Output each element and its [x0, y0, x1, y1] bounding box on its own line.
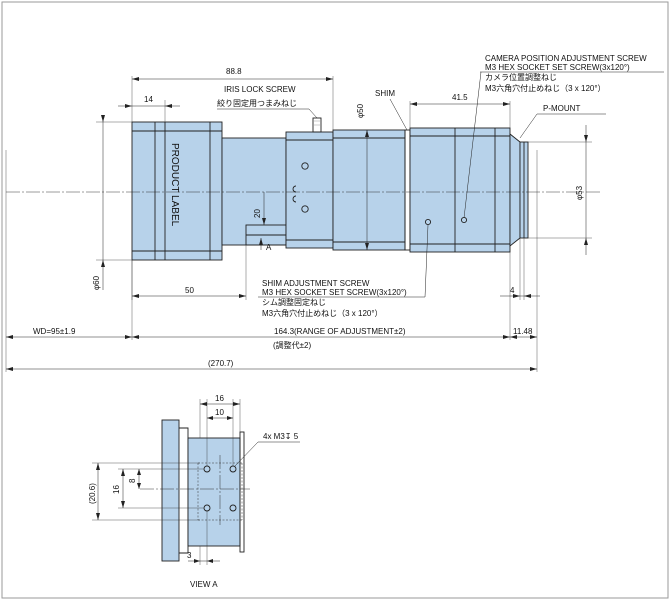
view-a-dim-20-6: (20.6) — [88, 483, 97, 504]
cam-pos-label-jp1: カメラ位置調整ねじ — [485, 72, 557, 82]
dim-total: (270.7) — [208, 359, 234, 368]
shim-screw-icon — [424, 218, 432, 226]
dim-dia-53: φ53 — [575, 185, 584, 200]
shim-label: SHIM — [375, 89, 395, 98]
iris-lock-label-jp: 絞り固定用つまみねじ — [217, 98, 297, 108]
dim-88-8: 88.8 — [226, 67, 242, 76]
dimensions-view-a: 16 10 4x M3↧ 5 (20.6) 16 8 3 — [88, 394, 300, 565]
dim-range-adjustment: 164.3(RANGE OF ADJUSTMENT±2) — [274, 327, 406, 336]
view-a-dim-8: 8 — [128, 478, 137, 483]
dim-41-5: 41.5 — [452, 93, 468, 102]
iris-lock-label: IRIS LOCK SCREW — [224, 85, 296, 94]
dim-dia-60: φ60 — [92, 275, 101, 290]
dim-4: 4 — [510, 286, 515, 295]
view-a-arrow-label: A — [266, 243, 272, 252]
front-barrel — [131, 121, 223, 261]
mount-hole-icon — [229, 504, 237, 512]
shim-adj-label-jp1: シム調整固定ねじ — [262, 297, 326, 307]
cam-pos-label-2: M3 HEX SOCKET SET SCREW(3x120°) — [485, 63, 630, 72]
set-screw-icon — [301, 205, 309, 213]
shim-adj-label-jp2: M3六角穴付止めねじ（3 x 120°） — [262, 308, 383, 318]
view-a-mount-face — [187, 437, 241, 547]
dim-20: 20 — [253, 209, 262, 218]
shim-adj-label-1: SHIM ADJUSTMENT SCREW — [262, 279, 370, 288]
dim-14: 14 — [144, 95, 153, 104]
dim-range-adjustment-jp: (調整代±2) — [273, 340, 312, 350]
mid-barrel — [332, 129, 406, 251]
rear-barrel — [409, 127, 511, 253]
shim — [404, 129, 411, 251]
p-mount-label: P-MOUNT — [543, 104, 580, 113]
view-a-title: VIEW A — [190, 580, 218, 589]
dim-wd: WD=95±1.9 — [33, 327, 76, 336]
view-a-dim-16-side: 16 — [112, 485, 121, 494]
set-screw-icon — [301, 162, 309, 170]
cam-pos-label-jp2: M3六角穴付止めねじ（3 x 120°） — [485, 83, 606, 93]
view-a-dim-3: 3 — [187, 551, 192, 560]
dim-dia-50: φ50 — [356, 103, 365, 118]
view-a-front-barrel — [161, 419, 180, 562]
view-a-dim-10: 10 — [215, 408, 224, 417]
view-a — [140, 419, 250, 562]
p-mount-flange — [509, 133, 521, 247]
dim-50: 50 — [185, 286, 194, 295]
lens-side-view — [131, 117, 529, 261]
cam-pos-label-1: CAMERA POSITION ADJUSTMENT SCREW — [485, 54, 647, 63]
dimensions-main: 88.8 14 IRIS LOCK SCREW 絞り固定用つまみねじ φ50 S… — [5, 54, 664, 372]
product-label-text: PRODUCT LABEL — [169, 143, 180, 227]
shim-adj-label-2: M3 HEX SOCKET SET SCREW(3x120°) — [262, 288, 407, 297]
iris-ring — [285, 131, 334, 249]
view-a-screw-note: 4x M3↧ 5 — [263, 432, 299, 441]
dim-11-48: 11.48 — [513, 327, 533, 336]
view-a-dim-16-top: 16 — [215, 394, 224, 403]
neck-section — [221, 137, 287, 246]
